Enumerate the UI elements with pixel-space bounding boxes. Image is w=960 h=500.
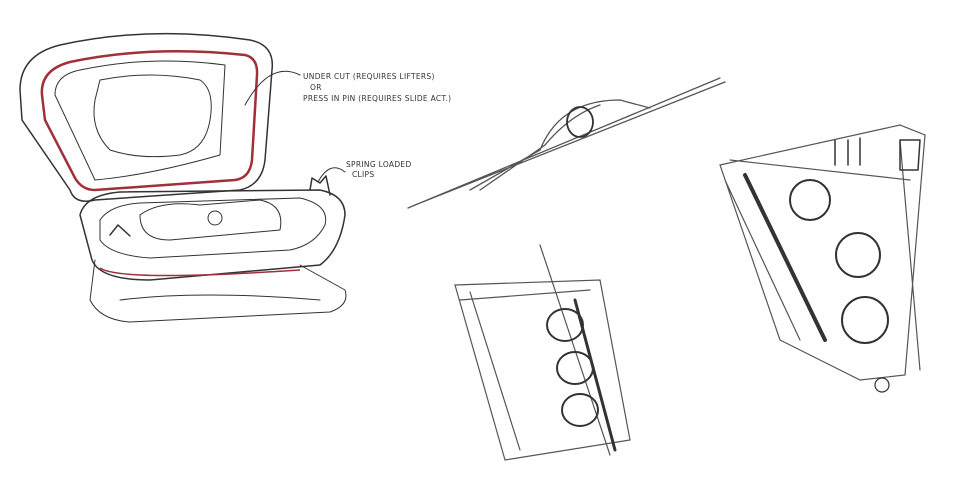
undercut-note-line3: PRESS IN PIN (REQUIRES SLIDE ACT.)	[303, 94, 452, 103]
case-sketch	[19, 32, 347, 323]
clips-note-line1: SPRING LOADED	[346, 160, 412, 169]
undercut-note-line2: OR	[310, 83, 322, 92]
clips-note-line2: CLIPS	[352, 170, 375, 179]
enclosure-sketch	[719, 124, 926, 393]
undercut-note-line1: UNDER CUT (REQUIRES LIFTERS)	[303, 72, 435, 81]
profile-sketch	[407, 77, 726, 209]
clip-detail-sketch	[454, 244, 631, 461]
